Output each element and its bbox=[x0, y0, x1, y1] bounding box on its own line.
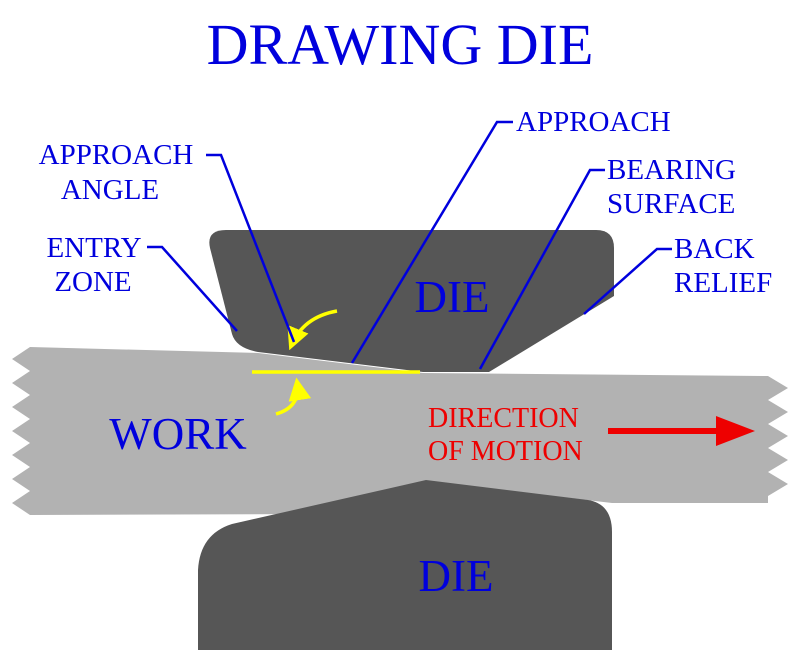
approach-leader-line bbox=[350, 120, 513, 364]
work-piece-shape bbox=[12, 347, 788, 515]
entry-zone-label-line2: ZONE bbox=[54, 266, 131, 298]
direction-label-line1: DIRECTION bbox=[428, 403, 579, 434]
page-title: DRAWING DIE bbox=[207, 12, 594, 77]
top-die-shape bbox=[209, 230, 615, 372]
back-relief-leader-line bbox=[583, 247, 672, 315]
bearing-surface-label-line2: SURFACE bbox=[607, 188, 735, 220]
work-label: WORK bbox=[109, 409, 247, 459]
approach-angle-label-line1: APPROACH bbox=[39, 139, 194, 171]
direction-label-line2: OF MOTION bbox=[428, 436, 583, 467]
entry-zone-leader-line bbox=[147, 245, 238, 332]
entry-zone-label-line1: ENTRY bbox=[46, 232, 141, 264]
back-relief-label-line2: RELIEF bbox=[674, 267, 772, 299]
approach-label: APPROACH bbox=[516, 106, 671, 138]
back-relief-label-line1: BACK bbox=[674, 233, 755, 265]
bottom-die-label: DIE bbox=[419, 551, 494, 601]
angle-arrow-lower bbox=[275, 377, 312, 416]
approach-angle-leader-line bbox=[206, 153, 296, 343]
approach-angle-label-line2: ANGLE bbox=[61, 174, 159, 206]
top-die-label: DIE bbox=[415, 272, 490, 322]
bearing-surface-leader-line bbox=[478, 168, 605, 370]
direction-arrow-head bbox=[716, 416, 755, 446]
bearing-surface-label-line1: BEARING bbox=[607, 154, 736, 186]
bottom-die-shape bbox=[198, 480, 612, 650]
